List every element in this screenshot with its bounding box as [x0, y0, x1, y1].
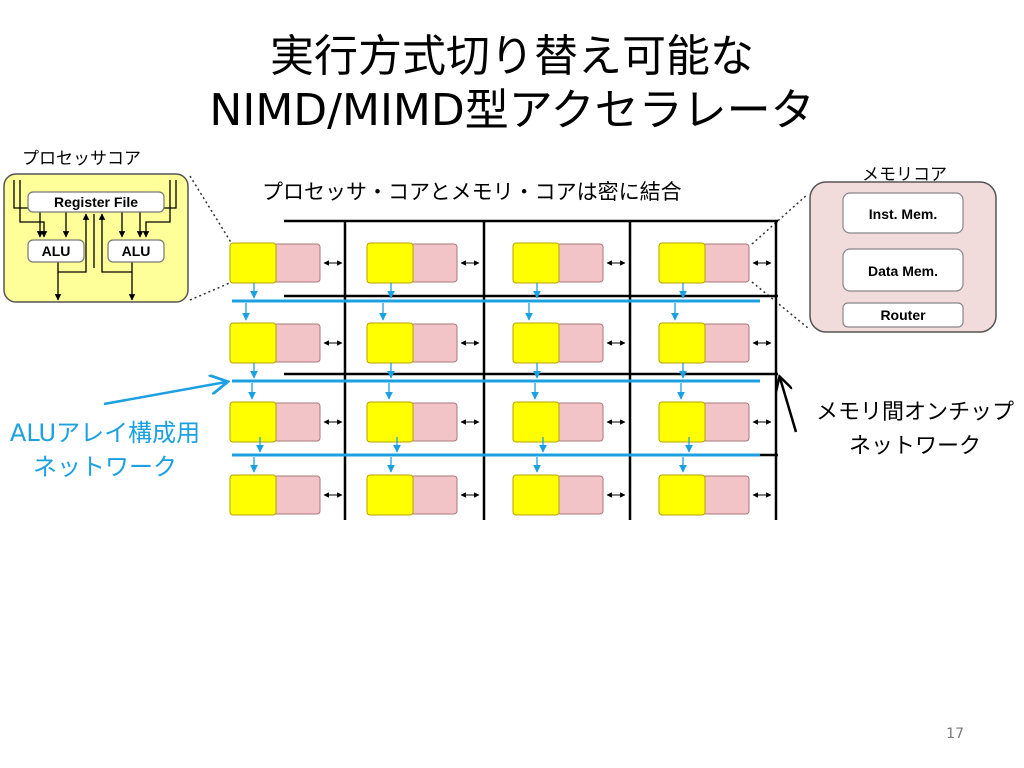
register-file-label: Register File	[54, 194, 138, 210]
title-line-1: 実行方式切り替え可能な	[270, 31, 754, 82]
router-label: Router	[880, 307, 926, 323]
memory-core	[273, 475, 321, 515]
processor-core	[658, 322, 706, 364]
core-cell	[658, 242, 772, 284]
zoom-connectors	[189, 175, 809, 329]
subtitle: プロセッサ・コアとメモリ・コアは密に結合	[262, 180, 682, 204]
processor-core	[366, 474, 414, 516]
page-number: 17	[946, 726, 964, 742]
processor-core	[366, 242, 414, 284]
memory-core	[410, 243, 458, 283]
memory-core	[556, 323, 604, 363]
processor-core	[229, 401, 277, 443]
processor-core	[658, 401, 706, 443]
core-cell	[229, 474, 343, 516]
inst-mem-label: Inst. Mem.	[869, 206, 937, 222]
core-cell	[512, 242, 626, 284]
processor-core	[512, 242, 560, 284]
memory-core	[273, 323, 321, 363]
processor-core	[512, 474, 560, 516]
core-cell	[658, 474, 772, 516]
alu-network-lines	[232, 283, 760, 473]
data-mem-label: Data Mem.	[868, 263, 938, 279]
memory-core-detail: Inst. Mem. Data Mem. Router	[809, 181, 997, 333]
memory-core	[702, 323, 750, 363]
title-line-2: NIMD/MIMD型アクセラレータ	[209, 85, 815, 136]
core-cell	[512, 401, 626, 443]
core-cell	[658, 401, 772, 443]
alu-network-label-line1: ALUアレイ構成用	[9, 419, 201, 447]
memory-network-label: メモリ間オンチップ ネットワーク	[800, 396, 1024, 464]
processor-core	[229, 242, 277, 284]
processor-core	[366, 401, 414, 443]
core-cell	[512, 322, 626, 364]
memory-network-label-line2: ネットワーク	[848, 434, 981, 459]
memory-core	[410, 323, 458, 363]
alu-network-label-line2: ネットワーク	[33, 453, 177, 481]
processor-core	[512, 322, 560, 364]
core-cell	[658, 322, 772, 364]
memory-network-pointer	[780, 378, 798, 433]
memory-core	[702, 243, 750, 283]
core-cell	[512, 474, 626, 516]
memory-core	[556, 402, 604, 442]
core-cell	[229, 322, 343, 364]
processor-core	[658, 474, 706, 516]
core-cell	[229, 401, 343, 443]
slide-title: 実行方式切り替え可能な NIMD/MIMD型アクセラレータ	[0, 30, 1024, 138]
core-cell	[366, 474, 480, 516]
memory-network-label-line1: メモリ間オンチップ	[815, 400, 1014, 425]
processor-core-label: プロセッサコア	[22, 149, 141, 169]
memory-core	[702, 475, 750, 515]
alu-network-pointer	[103, 382, 226, 406]
memory-core-label: メモリコア	[862, 165, 947, 185]
processor-core	[229, 474, 277, 516]
processor-core-detail: Register File ALU ALU	[3, 173, 189, 303]
memory-core	[410, 475, 458, 515]
core-cell	[229, 242, 343, 284]
memory-core	[273, 243, 321, 283]
memory-core	[556, 243, 604, 283]
memory-core	[273, 402, 321, 442]
core-cell	[366, 242, 480, 284]
processor-core	[366, 322, 414, 364]
processor-core	[229, 322, 277, 364]
core-cell	[366, 401, 480, 443]
processor-core	[658, 242, 706, 284]
alu-left-label: ALU	[42, 243, 71, 259]
memory-core	[556, 475, 604, 515]
alu-network-label: ALUアレイ構成用 ネットワーク	[0, 416, 210, 484]
alu-right-label: ALU	[122, 243, 151, 259]
core-array	[229, 242, 772, 516]
memory-core	[410, 402, 458, 442]
processor-core	[512, 401, 560, 443]
memory-core	[702, 402, 750, 442]
core-cell	[366, 322, 480, 364]
